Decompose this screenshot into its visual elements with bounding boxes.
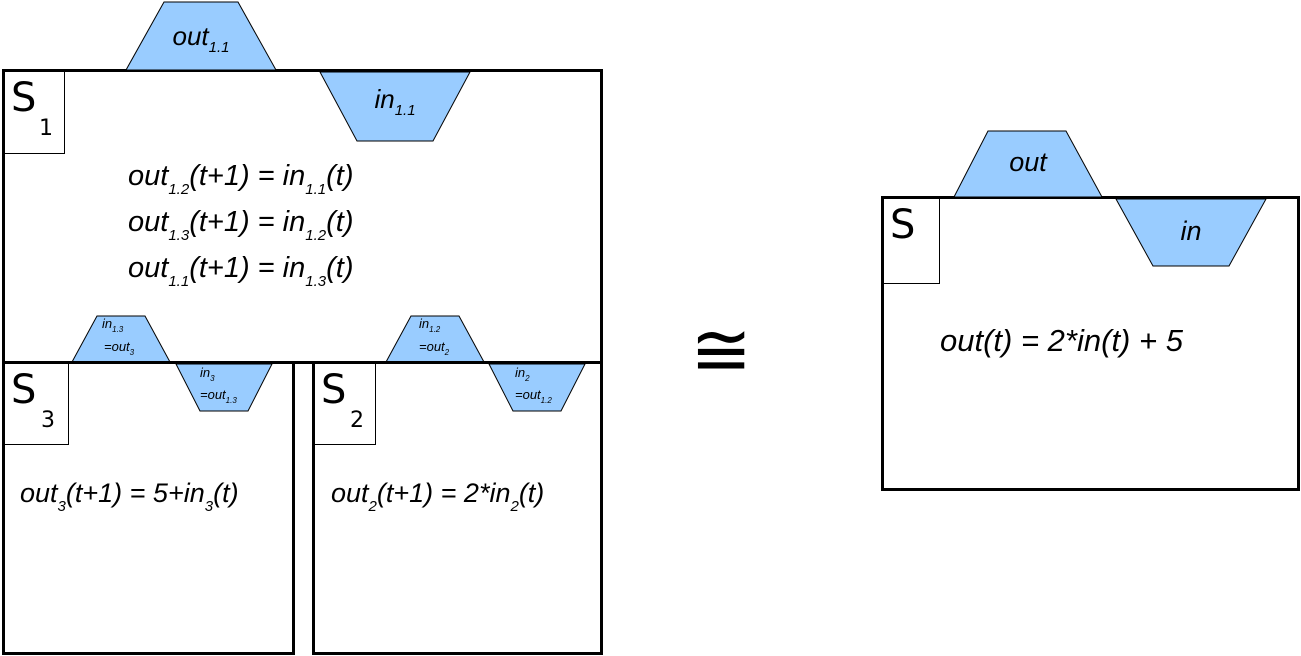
system-s1-tag: S 1 bbox=[5, 72, 65, 154]
s-input-port-shape bbox=[1115, 198, 1267, 267]
s3-input-port-label-1: in3 bbox=[200, 365, 215, 383]
s2-input-port-label-2: =out1.2 bbox=[515, 387, 552, 405]
s-input-port-label: in bbox=[1180, 216, 1202, 246]
s1-output-port-label: out1.1 bbox=[172, 21, 230, 56]
system-s3-tag-letter: S bbox=[11, 367, 37, 413]
s3-input-port-label-2: =out1.3 bbox=[200, 387, 237, 405]
s1-input-port-1-3-label-1: in1.3 bbox=[102, 316, 124, 334]
system-s2-tag-index: 2 bbox=[350, 408, 364, 433]
s2-input-port: in2 =out1.2 bbox=[488, 363, 586, 412]
s2-input-port-label-1: in2 bbox=[515, 365, 530, 383]
s1-output-port-shape bbox=[125, 1, 277, 71]
s1-input-port-1-2-label-1: in1.2 bbox=[419, 316, 441, 334]
s2-equation: out2(t+1) = 2*in2(t) bbox=[331, 478, 545, 515]
s-output-port-label: out bbox=[1009, 147, 1047, 177]
s3-input-port: in3 =out1.3 bbox=[175, 363, 273, 412]
s-input-port: in bbox=[1115, 198, 1267, 267]
system-s-tag: S bbox=[884, 199, 940, 284]
s1-input-port-shape bbox=[319, 71, 471, 142]
system-s3-tag: S 3 bbox=[5, 364, 69, 445]
s1-equation-1: out1.2(t+1) = in1.1(t) bbox=[128, 160, 354, 198]
s1-input-port-1-2-label-2: =out2 bbox=[419, 339, 450, 357]
s3-input-port-shape bbox=[175, 363, 273, 412]
s1-input-port-label: in1.1 bbox=[374, 84, 416, 119]
s-equation: out(t) = 2*in(t) + 5 bbox=[940, 323, 1183, 358]
system-s1-tag-index: 1 bbox=[39, 116, 53, 141]
s1-input-port: in1.1 bbox=[319, 71, 471, 142]
system-s1-tag-letter: S bbox=[11, 75, 37, 121]
system-s-tag-letter: S bbox=[890, 202, 916, 248]
s3-equation: out3(t+1) = 5+in3(t) bbox=[20, 478, 239, 515]
s1-output-port: out1.1 bbox=[125, 1, 277, 71]
s1-equation-3: out1.1(t+1) = in1.3(t) bbox=[128, 252, 354, 290]
s1-input-port-1-2: in1.2 =out2 bbox=[385, 315, 485, 363]
s-output-port-shape bbox=[953, 130, 1103, 198]
s1-input-port-1-3: in1.3 =out3 bbox=[71, 315, 171, 363]
system-s3-tag-index: 3 bbox=[41, 408, 55, 433]
s2-input-port-shape bbox=[488, 363, 586, 412]
s-output-port: out bbox=[953, 130, 1103, 198]
s1-equation-2: out1.3(t+1) = in1.2(t) bbox=[128, 206, 354, 244]
system-s2-tag: S 2 bbox=[315, 364, 376, 445]
s1-input-port-1-3-label-2: =out3 bbox=[104, 339, 135, 357]
system-s1-box: S 1 bbox=[2, 69, 603, 364]
congruence-symbol: ≅ bbox=[690, 307, 753, 393]
system-s2-tag-letter: S bbox=[321, 367, 347, 413]
